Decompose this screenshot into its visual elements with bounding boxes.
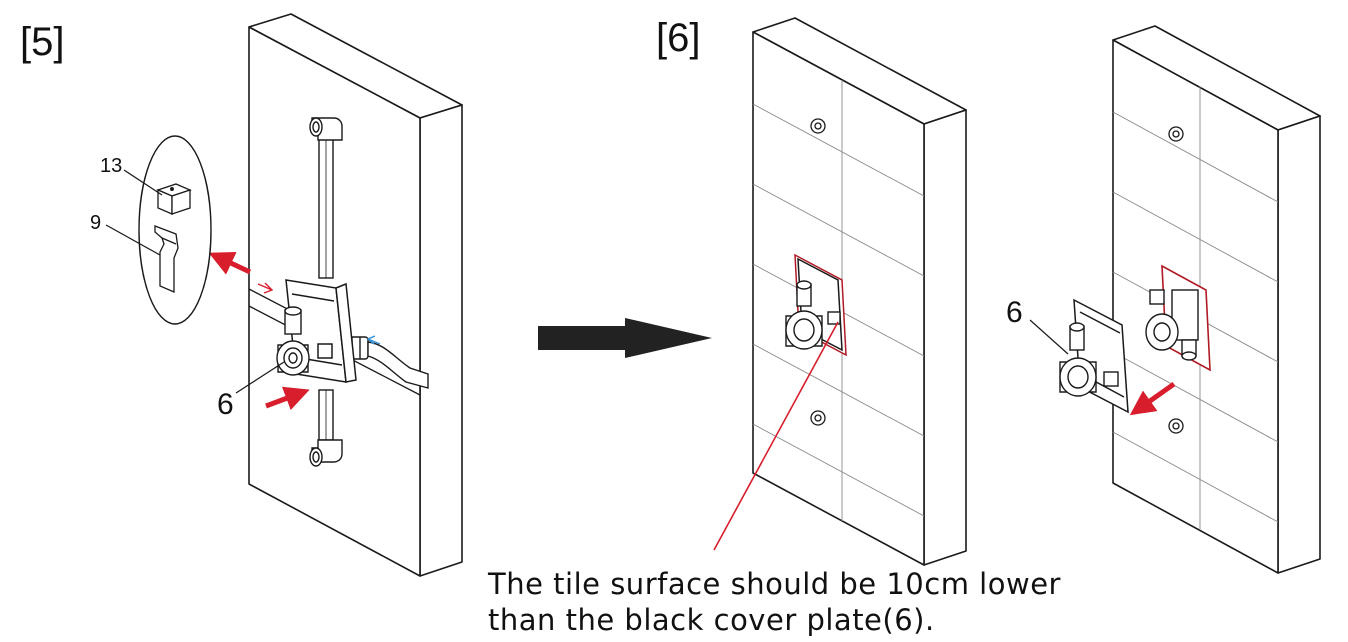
tile-surface-note-line1: The tile surface should be 10cm lower xyxy=(488,567,1061,601)
part-13-label: 13 xyxy=(100,155,123,177)
step5-wall-panel xyxy=(248,13,463,577)
part-6-label-step5: 6 xyxy=(217,388,234,421)
part9-lever xyxy=(154,225,179,293)
step6-cartridge-a xyxy=(785,280,841,350)
step5-cartridge xyxy=(276,306,310,376)
tile-surface-note: The tile surface should be 10cm lower th… xyxy=(488,566,1061,638)
next-step-arrow xyxy=(538,318,712,358)
step6-cartridge-b xyxy=(1059,322,1119,397)
tile-surface-note-line2: than the black cover plate(6). xyxy=(488,603,935,637)
step5-top-elbow xyxy=(309,117,343,141)
step6-valve-core-b xyxy=(1145,289,1199,361)
step5-leaders xyxy=(105,169,285,394)
step6-tile-grid-a xyxy=(752,80,925,521)
step6-pipe-caps-a xyxy=(810,118,826,426)
step-5-label: [5] xyxy=(20,20,65,64)
step6-pipe-caps-b xyxy=(1168,126,1184,434)
step5-bottom-elbow xyxy=(309,439,343,467)
step-6-label: [6] xyxy=(656,16,701,60)
step6-wall-panel-b xyxy=(1112,25,1321,574)
step6-leader-b xyxy=(1029,319,1069,355)
part13-cube xyxy=(156,183,192,215)
step6-wall-panel-a xyxy=(752,17,967,566)
step6-red-arrow-b xyxy=(1129,381,1176,416)
step5-detail-callout xyxy=(138,135,212,325)
tile-note-leader xyxy=(713,321,839,551)
part-6-label-step6: 6 xyxy=(1006,296,1023,329)
step5-flow-arrows xyxy=(257,282,381,345)
step5-red-arrows xyxy=(208,251,310,411)
part-9-label: 9 xyxy=(90,212,102,234)
